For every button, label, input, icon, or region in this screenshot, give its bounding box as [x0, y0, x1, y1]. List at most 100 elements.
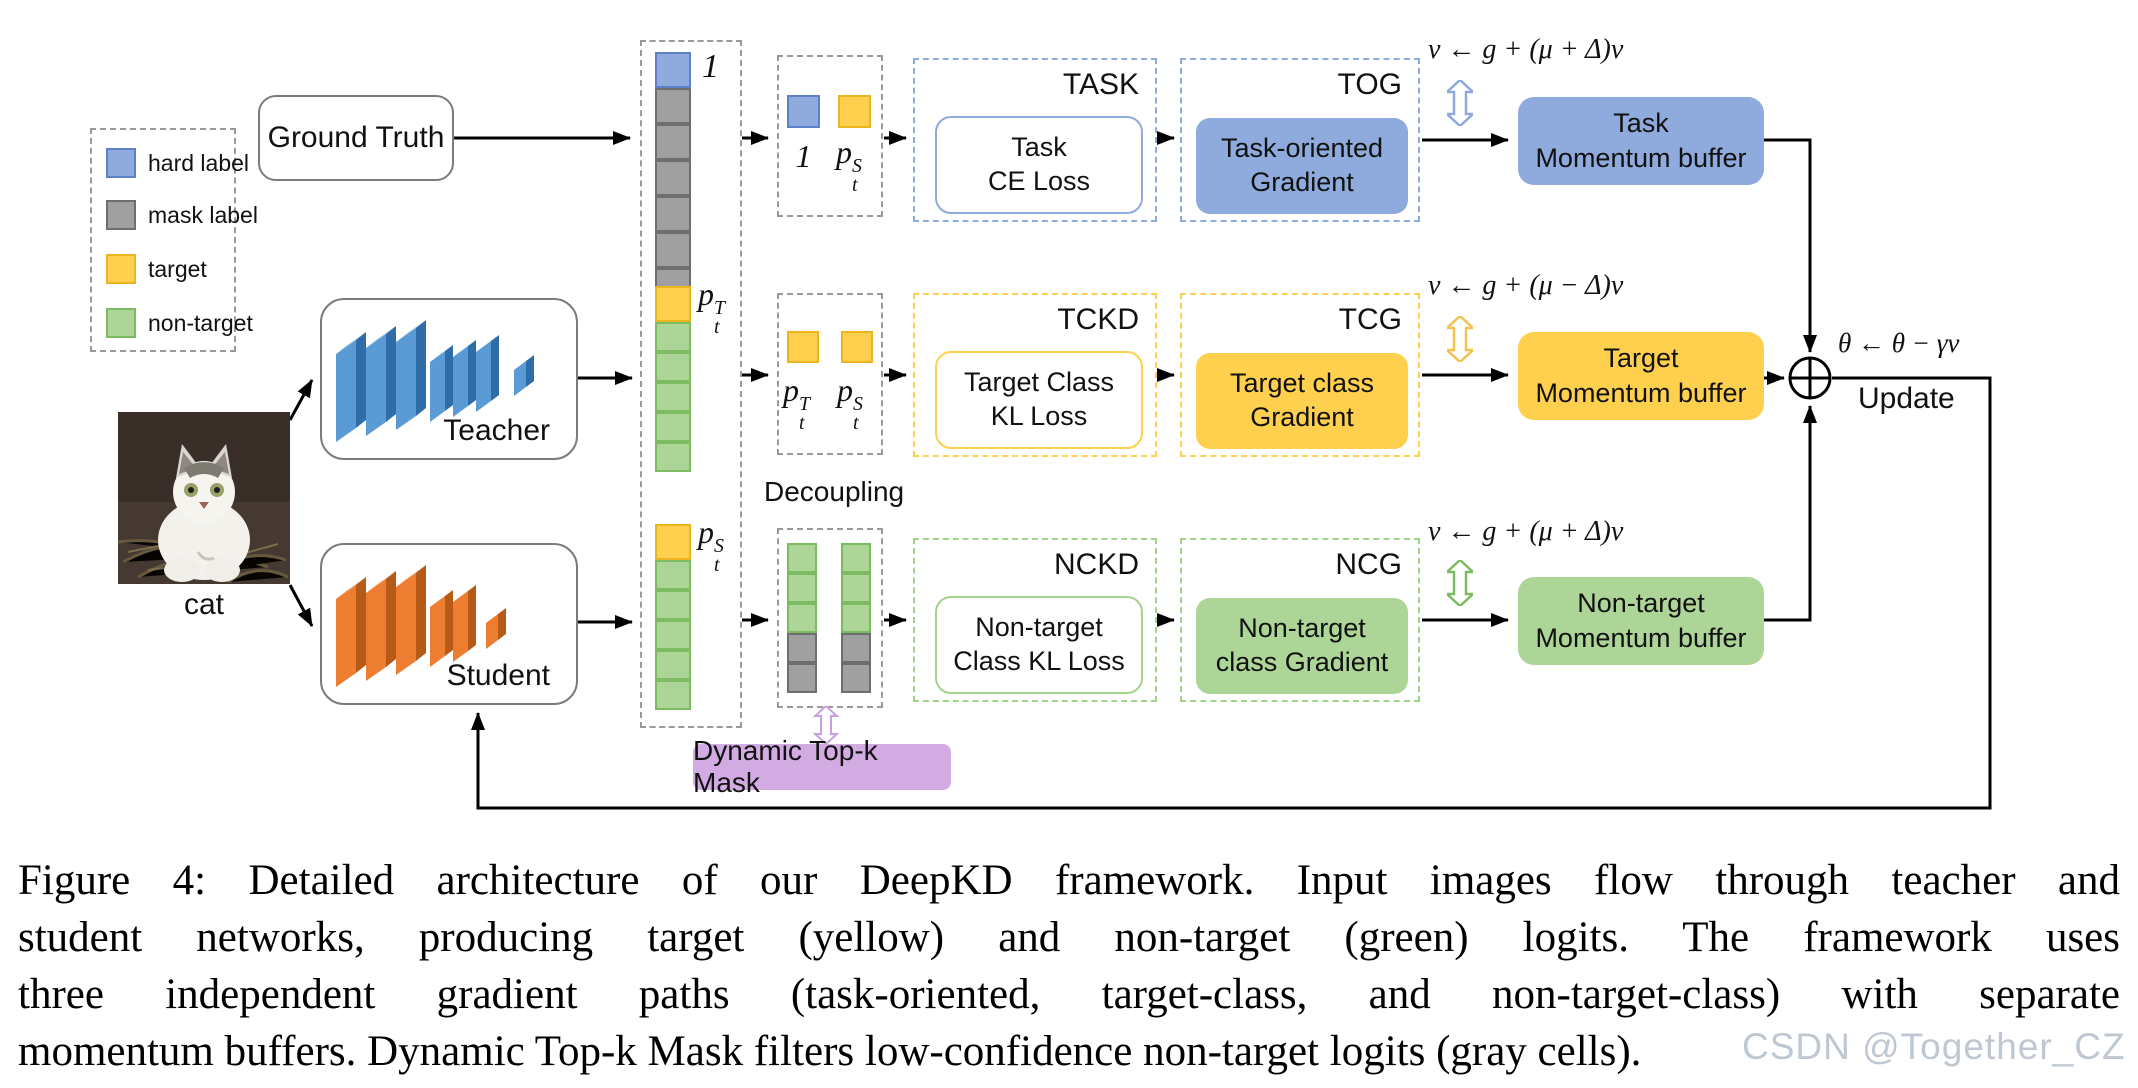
mask-cell [655, 124, 691, 160]
legend-item-non-target: non-target [106, 308, 253, 338]
buffer-line: Momentum buffer [1535, 378, 1747, 408]
mask-cell [655, 232, 691, 268]
target-swatch [106, 254, 136, 284]
loss-line: Target Class [963, 367, 1115, 398]
buffer-line: Momentum buffer [1535, 623, 1747, 653]
task-gradient-box: Task-oriented Gradient [1196, 118, 1408, 214]
target-cell [787, 331, 819, 363]
ground-truth-label: Ground Truth [267, 121, 445, 154]
non-target-swatch [106, 308, 136, 338]
non-target-cell [655, 560, 691, 590]
legend-label: non-target [148, 309, 253, 336]
loss-line: KL Loss [990, 401, 1088, 431]
task-loss-box: Task CE Loss [935, 116, 1143, 214]
ncg-tag: NCG [1335, 548, 1402, 581]
mask-cell [841, 633, 871, 663]
update-formula: θ ← θ − γv [1838, 328, 1960, 358]
legend-item-mask-label: mask label [106, 200, 258, 230]
caption-line: Figure 4: Detailed architecture of our D… [18, 857, 2120, 904]
target-momentum-formula: v ← g + (μ − Δ)v [1428, 270, 1624, 301]
buffer-line: Momentum buffer [1535, 143, 1747, 173]
non-target-cell [655, 590, 691, 620]
sum-node [1788, 356, 1832, 400]
gradient-line: Gradient [1250, 402, 1354, 432]
task-momentum-formula: v ← g + (μ + Δ)v [1428, 34, 1624, 65]
target-double-arrow-icon [1447, 316, 1473, 362]
target-cell [655, 524, 691, 560]
student-network-icon [336, 565, 506, 687]
dynamic-topk-mask-box: Dynamic Top-k Mask [693, 735, 951, 798]
tckd-tag: TCKD [1057, 303, 1139, 336]
buffer-line: Non-target [1577, 587, 1705, 618]
tcg-tag: TCG [1338, 303, 1402, 336]
target-cell [838, 95, 871, 128]
non-target-cell [655, 322, 691, 352]
legend-item-hard-label: hard label [106, 148, 249, 178]
watermark: CSDN @Together_CZ [1742, 1026, 2126, 1067]
pair1-left-label: 1 [795, 138, 812, 174]
legend-label: hard label [148, 149, 250, 176]
caption-line: momentum buffers. Dynamic Top-k Mask fil… [18, 1028, 1642, 1075]
target-pair-box [777, 293, 883, 455]
non-target-momentum-buffer: Non-target Momentum buffer [1518, 577, 1764, 665]
hard-label-cell [787, 95, 820, 128]
non-target-cell [655, 442, 691, 472]
loss-line: CE Loss [987, 166, 1091, 196]
legend: hard label mask label target non-target [90, 128, 258, 352]
target-cell [655, 286, 691, 322]
masked-logits-box [777, 528, 883, 708]
gradient-line: Non-target [1238, 613, 1366, 644]
non-target-cell [787, 573, 817, 603]
gradient-line: Task-oriented [1220, 133, 1384, 164]
legend-label: target [148, 255, 207, 282]
gradient-line: Target class [1229, 368, 1375, 399]
non-target-cell [655, 352, 691, 382]
task-tag: TASK [1062, 68, 1139, 101]
mask-cell [655, 160, 691, 196]
decoupling-label: Decoupling [764, 476, 905, 507]
mask-cell [841, 663, 871, 693]
legend-label: mask label [148, 201, 258, 228]
logits-panel [640, 40, 742, 728]
figure-caption: Figure 4: Detailed architecture of our D… [18, 852, 2120, 1080]
non-target-cell [655, 680, 691, 710]
non-target-cell [655, 620, 691, 650]
gradient-line: Gradient [1250, 167, 1354, 197]
update-label: Update [1858, 382, 1955, 415]
ncg-group-box: NCG Non-target class Gradient [1180, 538, 1420, 702]
non-target-cell [841, 573, 871, 603]
tog-tag: TOG [1337, 68, 1402, 101]
mask-cell [787, 633, 817, 663]
non-target-cell [655, 382, 691, 412]
target-class-gradient-box: Target class Gradient [1196, 353, 1408, 449]
input-image-cat [118, 412, 290, 584]
non-target-cell [787, 543, 817, 573]
target-class-loss-box: Target Class KL Loss [935, 351, 1143, 449]
legend-item-target: target [106, 254, 207, 284]
hard-label-swatch [106, 148, 136, 178]
nckd-group-box: NCKD Non-target Class KL Loss [913, 538, 1157, 702]
non-target-cell [787, 603, 817, 633]
tog-group-box: TOG Task-oriented Gradient [1180, 58, 1420, 222]
task-pair-box [777, 55, 883, 217]
tcg-group-box: TCG Target class Gradient [1180, 293, 1420, 457]
task-group-box: TASK Task CE Loss [913, 58, 1157, 222]
loss-line: Task [1011, 132, 1067, 163]
non-target-cell [655, 412, 691, 442]
dynamic-topk-mask-label: Dynamic Top-k Mask [693, 735, 878, 798]
teacher-label: Teacher [443, 414, 550, 447]
student-box: Student [320, 543, 578, 705]
mask-cell [787, 663, 817, 693]
buffer-line: Task [1613, 107, 1669, 138]
loss-line: Non-target [975, 612, 1103, 643]
stack1-label: 1 [702, 48, 719, 85]
buffer-line: Target [1603, 342, 1679, 373]
student-label: Student [446, 659, 550, 692]
hard-label-cell [655, 52, 691, 88]
caption-line: three independent gradient paths (task-o… [18, 971, 2120, 1018]
loss-line: Class KL Loss [953, 646, 1125, 676]
gradient-line: class Gradient [1215, 647, 1389, 677]
